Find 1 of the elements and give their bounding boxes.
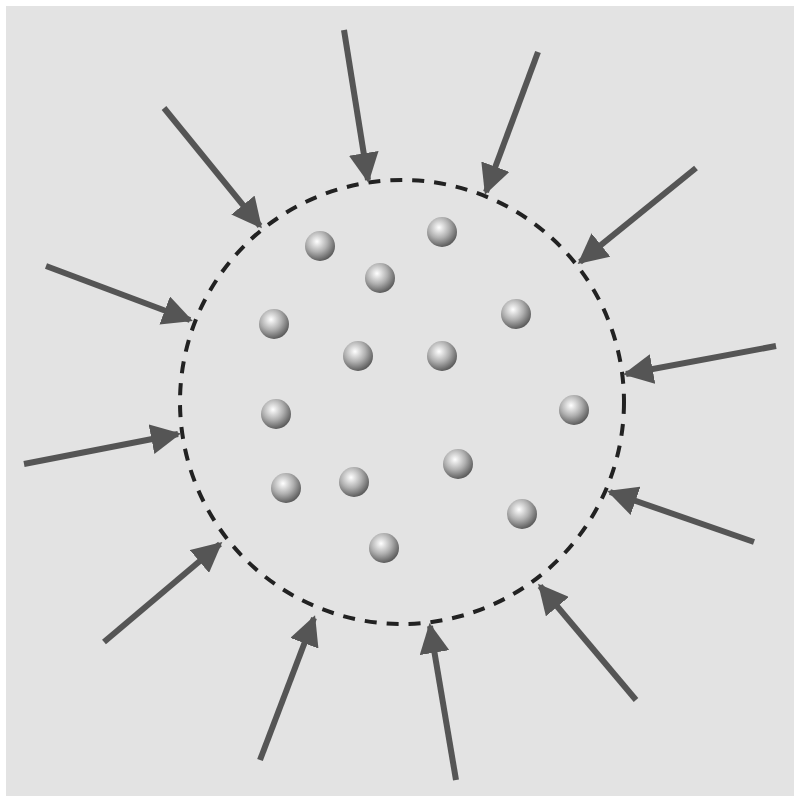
dashed-circle-boundary bbox=[178, 178, 626, 626]
